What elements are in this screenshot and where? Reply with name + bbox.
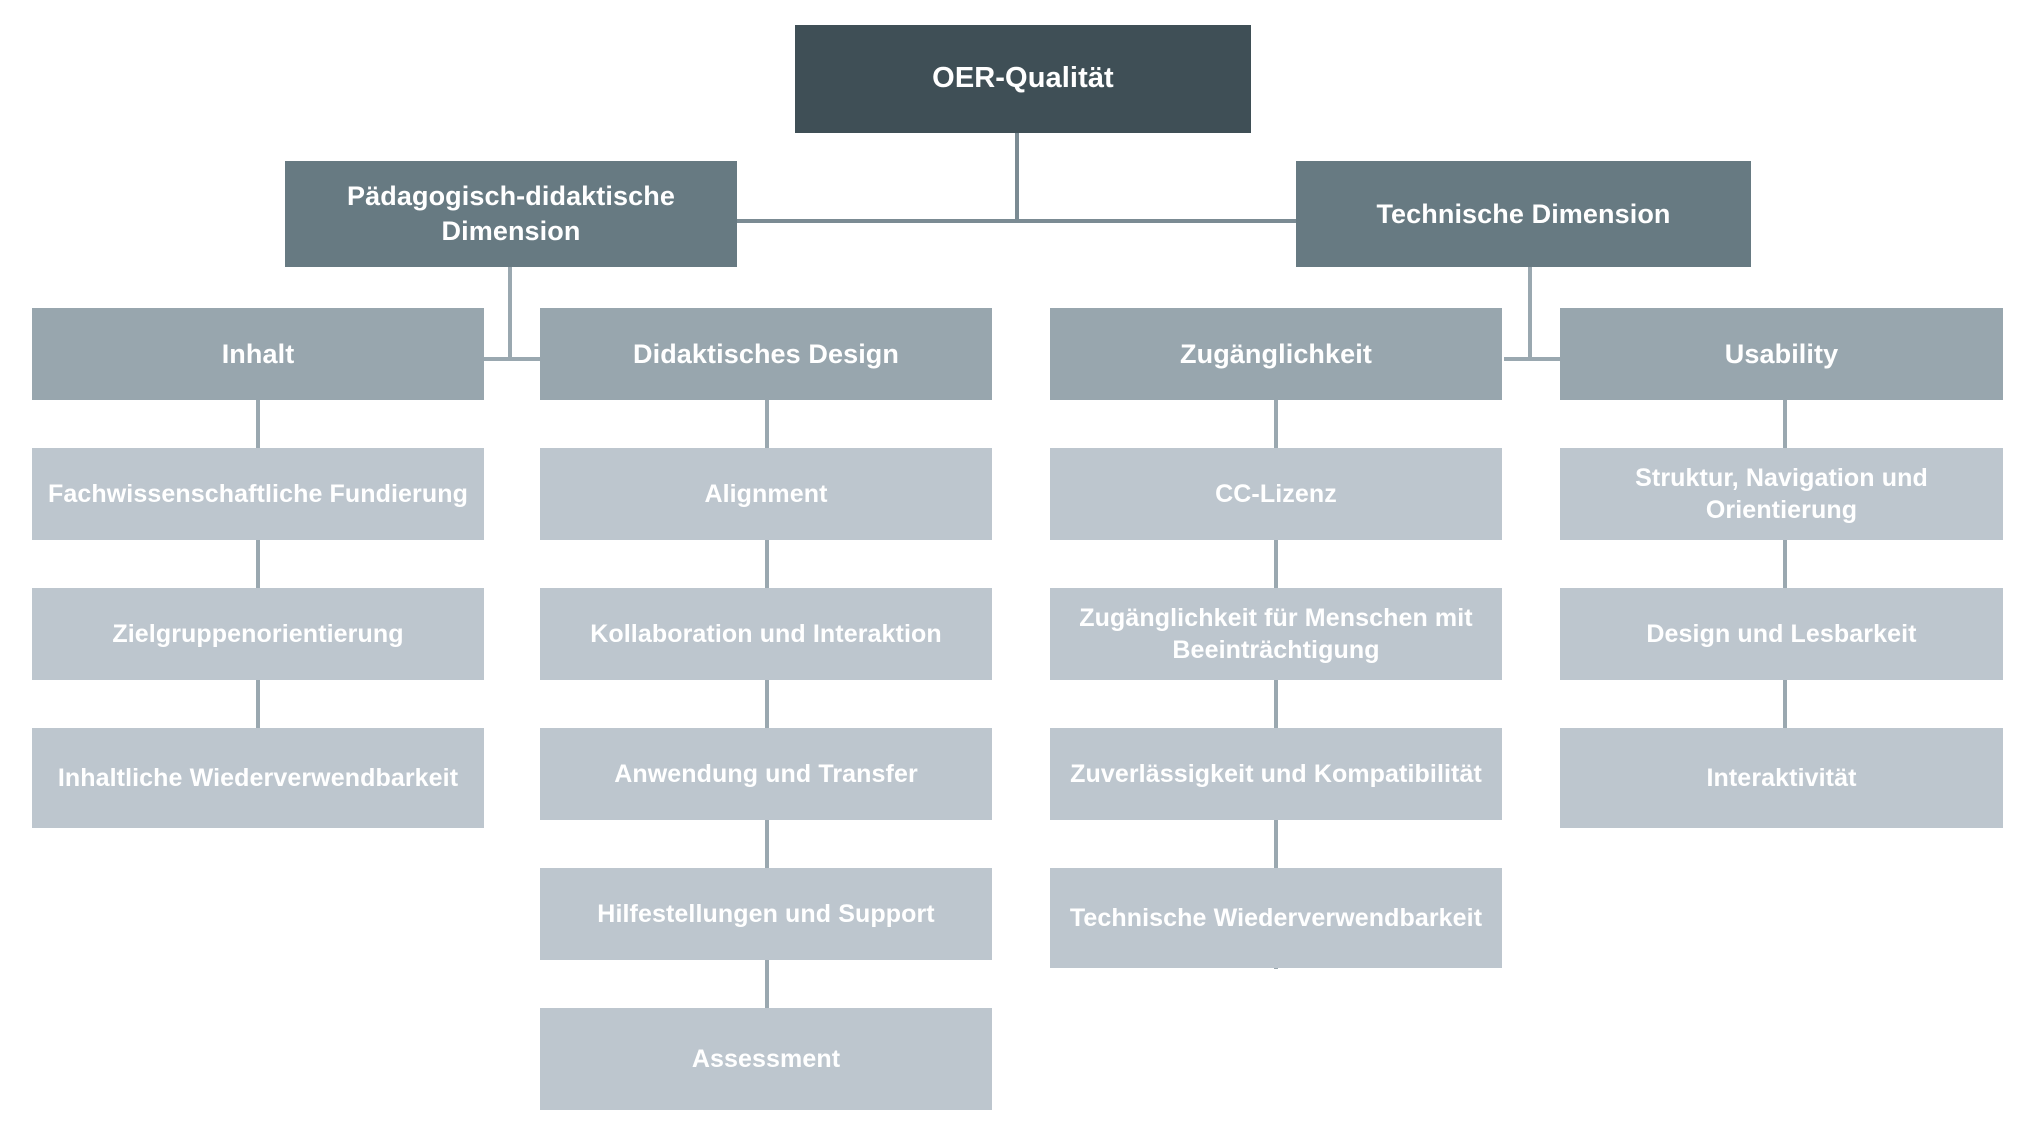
leaf-item-label: Alignment: [704, 480, 828, 508]
leaf-item-label: Assessment: [691, 1045, 841, 1073]
leaf-item-label: Design und Lesbarkeit: [1646, 620, 1917, 648]
leaf-item[interactable]: Assessment: [540, 1008, 992, 1110]
node-dimension-pedagogical-label: Pädagogisch-didaktische Dimension: [347, 181, 675, 246]
leaf-item-label: Inhaltliche Wiederverwendbarkeit: [57, 764, 459, 792]
node-category-didaktisches-design-label: Didaktisches Design: [633, 338, 899, 369]
leaf-item[interactable]: Inhaltliche Wiederverwendbarkeit: [32, 728, 484, 828]
connector-root-stem: [1015, 133, 1019, 222]
leaf-item[interactable]: Zuverlässigkeit und Kompatibilität: [1050, 728, 1502, 820]
leaf-item-label: Hilfestellungen und Support: [597, 900, 935, 928]
leaf-item[interactable]: Interaktivität: [1560, 728, 2003, 828]
node-category-inhalt-label: Inhalt: [221, 338, 295, 369]
leaf-item-label: Zuverlässigkeit und Kompatibilität: [1070, 760, 1482, 788]
node-root-oer-qualitaet[interactable]: OER-Qualität: [795, 25, 1251, 133]
connector-technical-horizontal: [1504, 357, 1560, 361]
leaf-item[interactable]: Technische Wiederverwendbarkeit: [1050, 868, 1502, 968]
node-dimension-technical[interactable]: Technische Dimension: [1296, 161, 1751, 267]
connector-pedagogical-stem: [508, 267, 512, 359]
node-root-label: OER-Qualität: [932, 62, 1114, 95]
leaf-item[interactable]: Zielgruppenorientierung: [32, 588, 484, 680]
node-dimension-pedagogical[interactable]: Pädagogisch-didaktische Dimension: [285, 161, 737, 267]
node-category-usability[interactable]: Usability: [1560, 308, 2003, 400]
connector-technical-stem: [1528, 267, 1532, 359]
node-category-zugaenglichkeit-label: Zugänglichkeit: [1180, 338, 1372, 369]
leaf-item-label: CC-Lizenz: [1215, 480, 1337, 508]
node-dimension-technical-label: Technische Dimension: [1376, 198, 1671, 229]
connector-pedagogical-horizontal: [484, 357, 540, 361]
leaf-item[interactable]: Design und Lesbarkeit: [1560, 588, 2003, 680]
leaf-item-label: Zugänglichkeit für Menschen mit Beeinträ…: [1079, 604, 1473, 664]
leaf-item[interactable]: Anwendung und Transfer: [540, 728, 992, 820]
node-category-usability-label: Usability: [1724, 338, 1839, 369]
leaf-item-label: Struktur, Navigation und Orientierung: [1635, 464, 1928, 524]
leaf-item-label: Interaktivität: [1706, 764, 1857, 792]
node-category-inhalt[interactable]: Inhalt: [32, 308, 484, 400]
leaf-item[interactable]: Alignment: [540, 448, 992, 540]
leaf-item-label: Kollaboration und Interaktion: [590, 620, 942, 648]
leaf-item[interactable]: Kollaboration und Interaktion: [540, 588, 992, 680]
leaf-item[interactable]: Fachwissenschaftliche Fundierung: [32, 448, 484, 540]
leaf-item-label: Technische Wiederverwendbarkeit: [1069, 904, 1483, 932]
leaf-item[interactable]: Hilfestellungen und Support: [540, 868, 992, 960]
leaf-item[interactable]: CC-Lizenz: [1050, 448, 1502, 540]
leaf-item[interactable]: Zugänglichkeit für Menschen mit Beeinträ…: [1050, 588, 1502, 680]
connector-root-horizontal: [736, 219, 1298, 223]
node-category-zugaenglichkeit[interactable]: Zugänglichkeit: [1050, 308, 1502, 400]
leaf-item-label: Zielgruppenorientierung: [112, 620, 404, 648]
node-category-didaktisches-design[interactable]: Didaktisches Design: [540, 308, 992, 400]
leaf-item[interactable]: Struktur, Navigation und Orientierung: [1560, 448, 2003, 540]
leaf-item-label: Fachwissenschaftliche Fundierung: [48, 480, 468, 508]
leaf-item-label: Anwendung und Transfer: [614, 760, 918, 788]
